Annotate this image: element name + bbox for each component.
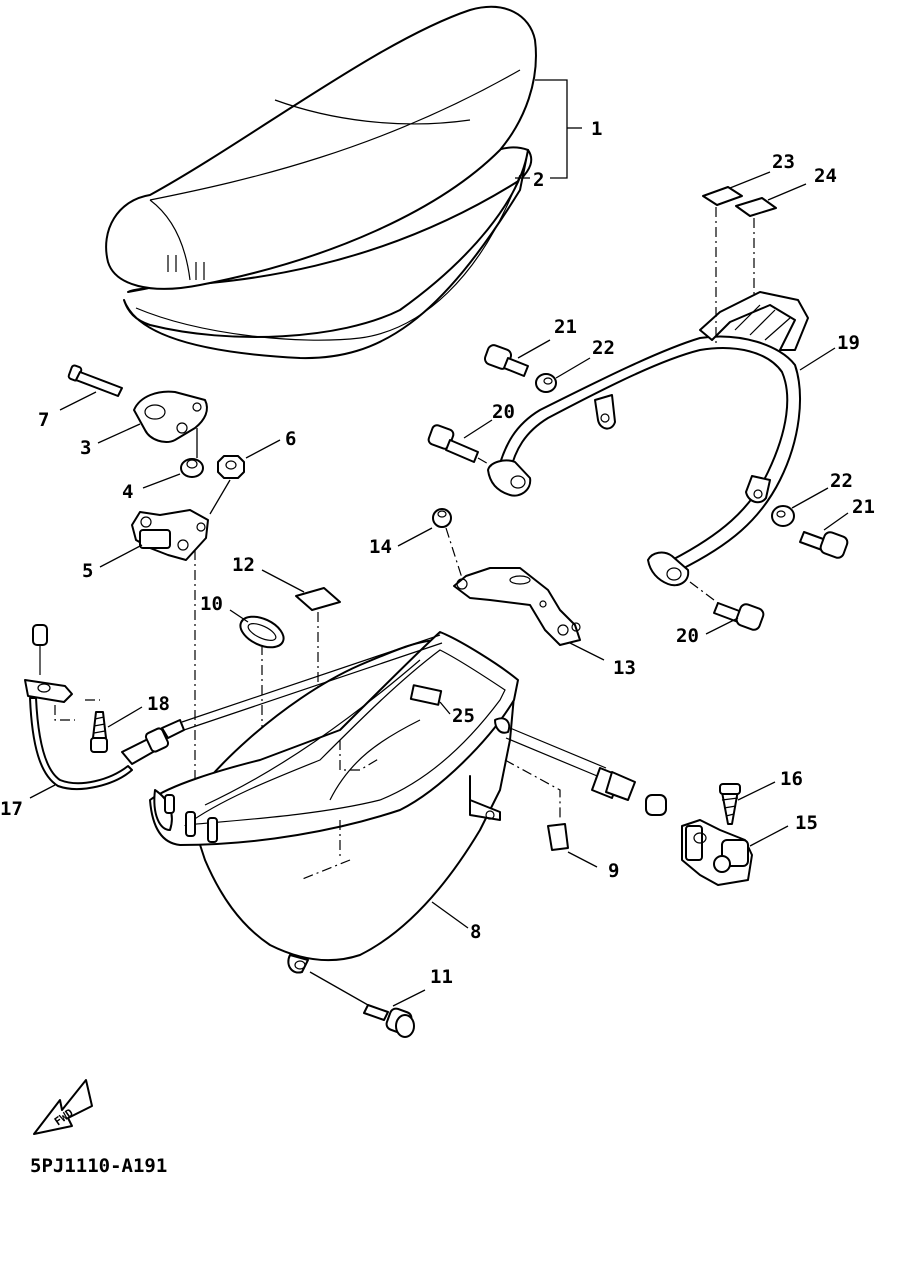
callout-25: 25 <box>452 705 475 727</box>
callout-10: 10 <box>200 593 223 615</box>
screw-16 <box>719 783 741 825</box>
callout-11: 11 <box>430 966 453 988</box>
hinge-5 <box>131 509 209 561</box>
callout-22-lower: 22 <box>830 470 853 492</box>
callout-5: 5 <box>82 560 93 582</box>
screw-18 <box>90 711 108 753</box>
seat-cushion <box>105 5 537 290</box>
callout-3: 3 <box>80 437 91 459</box>
washer-22-lower <box>771 505 795 527</box>
callout-8: 8 <box>470 921 481 943</box>
label-25 <box>409 684 443 706</box>
callout-2: 2 <box>533 169 544 191</box>
clip-9 <box>547 823 569 851</box>
callout-14: 14 <box>369 536 392 558</box>
callout-12: 12 <box>232 554 255 576</box>
nut-14 <box>432 508 452 528</box>
seat-assembly <box>105 5 537 360</box>
fwd-direction-arrow-icon: FWD <box>33 1079 93 1135</box>
callout-21-lower: 21 <box>852 496 875 518</box>
hinge-bracket-3 <box>133 390 208 443</box>
latch-15 <box>681 819 753 886</box>
callout-1: 1 <box>591 118 602 140</box>
callout-18: 18 <box>147 693 170 715</box>
callout-23: 23 <box>772 151 795 173</box>
drawing-code: 5PJ1110-A191 <box>30 1155 167 1177</box>
callout-22-upper: 22 <box>592 337 615 359</box>
nut-6 <box>217 455 245 479</box>
pad-24 <box>735 197 777 217</box>
callout-20-lower: 20 <box>676 625 699 647</box>
callout-24: 24 <box>814 165 837 187</box>
callout-7: 7 <box>38 409 49 431</box>
bracket-13 <box>453 567 581 646</box>
bolt-11 <box>363 1004 415 1038</box>
storage-box-8 <box>149 631 519 974</box>
callout-17: 17 <box>0 798 23 820</box>
pad-23 <box>702 186 743 206</box>
cable-end-right <box>505 727 667 816</box>
callout-9: 9 <box>608 860 619 882</box>
callout-20-upper: 20 <box>492 401 515 423</box>
bolt-20-upper <box>427 424 479 463</box>
bolt-21-upper <box>483 344 529 377</box>
leader-1-2 <box>535 79 568 179</box>
callout-labels: 1 2 3 4 5 6 7 8 9 10 11 12 13 14 15 16 1… <box>0 118 875 988</box>
seat-base <box>123 149 529 360</box>
washer-22-upper <box>535 373 557 393</box>
cable-17 <box>24 624 443 790</box>
grab-rail-19 <box>487 291 809 587</box>
pad-12 <box>295 587 341 611</box>
bolt-7 <box>67 364 123 397</box>
grommet-10 <box>239 615 285 649</box>
callout-19: 19 <box>837 332 860 354</box>
callout-15: 15 <box>795 812 818 834</box>
nut-4 <box>180 458 204 478</box>
bolt-20-lower <box>713 602 765 631</box>
callout-13: 13 <box>613 657 636 679</box>
callout-4: 4 <box>122 481 133 503</box>
bolt-21-lower <box>799 531 849 559</box>
callout-21-upper: 21 <box>554 316 577 338</box>
callout-6: 6 <box>285 428 296 450</box>
callout-16: 16 <box>780 768 803 790</box>
